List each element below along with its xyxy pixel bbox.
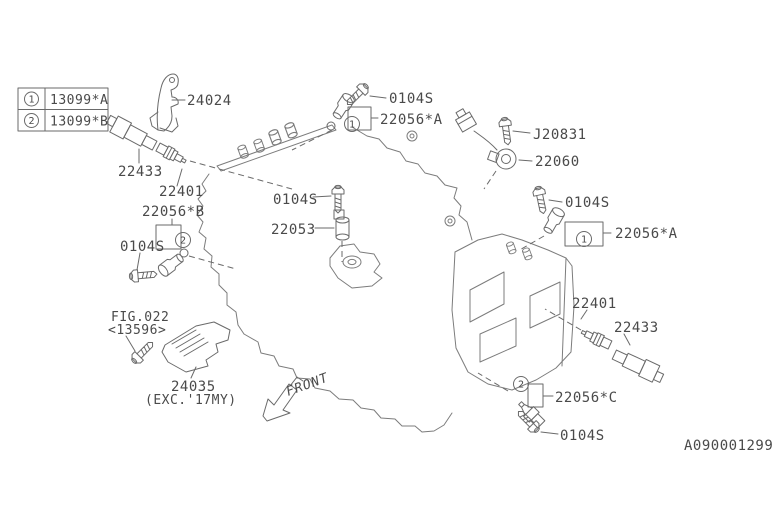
front-label: FRONT xyxy=(284,371,331,400)
bolt-right-icon xyxy=(531,184,550,216)
callout-circle-1-top-num: 1 xyxy=(349,120,355,131)
part-labels: 24024 22433 22401 22056*B 0104S FIG.022 … xyxy=(108,91,678,444)
label-24024[interactable]: 24024 xyxy=(187,93,232,109)
bracket-24035-icon xyxy=(161,321,231,373)
axis-dashed-lines xyxy=(188,129,582,392)
callout-circle-1-right-num: 1 xyxy=(581,235,587,246)
callout-circle-1-right[interactable]: 1 xyxy=(576,231,592,247)
bolt-j20831-icon xyxy=(497,116,515,147)
label-fig022-ref[interactable]: <13596> xyxy=(108,323,166,338)
legend-row-2-num: 2 xyxy=(28,116,34,127)
front-arrow-icon xyxy=(262,383,298,422)
label-24035-note: (EXC.'17MY) xyxy=(145,393,237,408)
legend-table: 1 13099*A 2 13099*B xyxy=(17,87,109,132)
callout-circle-2-left[interactable]: 2 xyxy=(175,232,191,248)
part-icons xyxy=(103,73,667,436)
oring-left-icon xyxy=(179,248,189,258)
spark-plug-right-icon xyxy=(578,325,614,351)
label-0104s-top[interactable]: 0104S xyxy=(389,91,434,107)
callout-circle-2-left-num: 2 xyxy=(180,236,186,247)
label-0104s-mid[interactable]: 0104S xyxy=(273,192,318,208)
ignition-coil-right-icon xyxy=(610,345,667,386)
label-22060[interactable]: 22060 xyxy=(535,154,580,170)
bolt-fig022-icon xyxy=(128,337,158,367)
sensor-right-icon xyxy=(540,205,567,236)
bolt-top-icon xyxy=(342,80,372,110)
callout-circle-2-bottom-num: 2 xyxy=(518,380,524,391)
diagram-code: A090001299 xyxy=(684,438,773,454)
label-0104s-left[interactable]: 0104S xyxy=(120,239,165,255)
legend-row-2[interactable]: 2 13099*B xyxy=(24,113,109,130)
legend-row-1-num: 1 xyxy=(28,95,34,106)
label-22056a-top[interactable]: 22056*A xyxy=(380,112,443,128)
label-22056a-right[interactable]: 22056*A xyxy=(615,226,678,242)
label-24035[interactable]: 24035 xyxy=(171,379,216,395)
switch-22056c-icon xyxy=(518,401,546,429)
callout-circle-2-bottom[interactable]: 2 xyxy=(513,376,529,392)
knock-sensor-22060-icon xyxy=(455,108,517,170)
engine-outline xyxy=(196,121,575,433)
damper-22053-icon xyxy=(333,209,350,241)
label-22056c[interactable]: 22056*C xyxy=(555,390,618,406)
label-22401-right[interactable]: 22401 xyxy=(572,296,617,312)
legend-row-2-part: 13099*B xyxy=(50,115,108,130)
label-22401-left[interactable]: 22401 xyxy=(159,184,204,200)
label-22053[interactable]: 22053 xyxy=(271,222,316,238)
label-j20831[interactable]: J20831 xyxy=(533,127,587,143)
label-22433-left[interactable]: 22433 xyxy=(118,164,163,180)
callout-circle-1-top[interactable]: 1 xyxy=(344,116,360,132)
legend-row-1-part: 13099*A xyxy=(50,93,108,108)
label-22433-right[interactable]: 22433 xyxy=(614,320,659,336)
label-fig022[interactable]: FIG.022 xyxy=(111,310,169,325)
bolt-left-icon xyxy=(128,267,158,283)
bolt-mid-icon xyxy=(331,184,345,214)
circled-callouts: 1 1 2 2 xyxy=(175,116,592,392)
leader-lines xyxy=(125,95,631,435)
label-0104s-right[interactable]: 0104S xyxy=(565,195,610,211)
label-22056b[interactable]: 22056*B xyxy=(142,204,205,220)
bracket-24024-icon xyxy=(149,73,179,133)
label-0104s-bottom[interactable]: 0104S xyxy=(560,428,605,444)
oring-top-icon xyxy=(326,121,336,131)
legend-row-1[interactable]: 1 13099*A xyxy=(24,91,109,108)
